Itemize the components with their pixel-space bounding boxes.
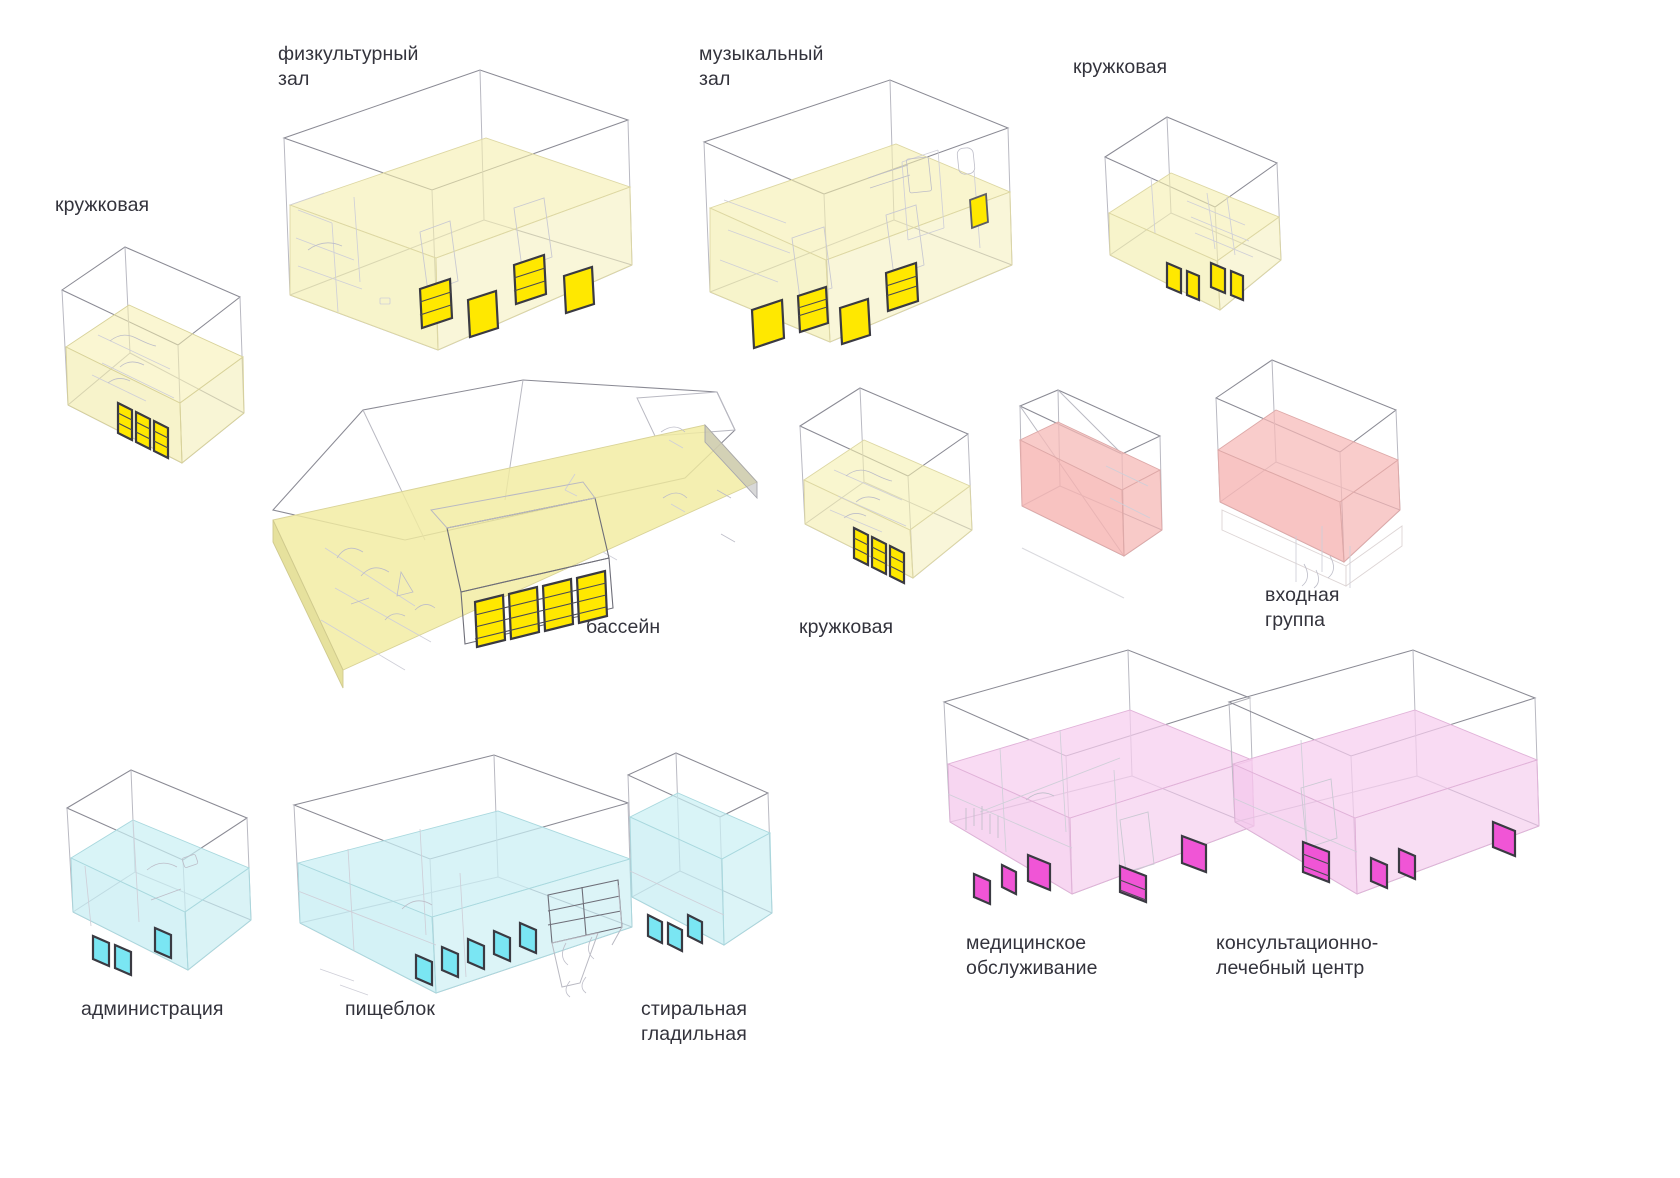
block-konsultacionno-lechebny-centr[interactable]	[1215, 640, 1555, 925]
block-bassein[interactable]	[265, 370, 765, 690]
block-vhodnaya-gruppa-a[interactable]	[1010, 378, 1190, 603]
block-kruzhkovaya-left[interactable]	[50, 235, 260, 525]
block-muzykalny-zal[interactable]	[690, 70, 1020, 370]
label-kruzhkovaya-mid: кружковая	[799, 616, 894, 638]
label-stiralnaya-gladilnaya: стиральная гладильная	[641, 998, 747, 1045]
label-kruzhkovaya-top-right: кружковая	[1073, 56, 1168, 78]
label-fizkulturny-zal: физкультурный зал	[278, 43, 419, 90]
label-medicinskoe-obsluzhivanie: медицинское обслуживание	[966, 932, 1098, 979]
block-fizkulturny-zal[interactable]	[268, 60, 648, 380]
label-administraciya: администрация	[81, 998, 224, 1020]
label-bassein: бассейн	[586, 616, 661, 638]
block-stiralnaya-gladilnaya[interactable]	[620, 745, 780, 995]
label-konsultacionno-lechebny-centr: консультационно- лечебный центр	[1216, 932, 1379, 979]
block-pishcheblok[interactable]	[280, 745, 650, 1020]
block-kruzhkovaya-top-right[interactable]	[1095, 105, 1295, 340]
block-kruzhkovaya-mid[interactable]	[790, 378, 985, 608]
label-vhodnaya-gruppa: входная группа	[1265, 584, 1340, 631]
block-medicinskoe-obsluzhivanie[interactable]	[930, 640, 1270, 925]
label-kruzhkovaya-left: кружковая	[55, 194, 150, 216]
block-administraciya[interactable]	[55, 760, 270, 1010]
label-muzykalny-zal: музыкальный зал	[699, 43, 824, 90]
label-pishcheblok: пищеблок	[345, 998, 435, 1020]
block-vhodnaya-gruppa-b[interactable]	[1200, 350, 1430, 610]
